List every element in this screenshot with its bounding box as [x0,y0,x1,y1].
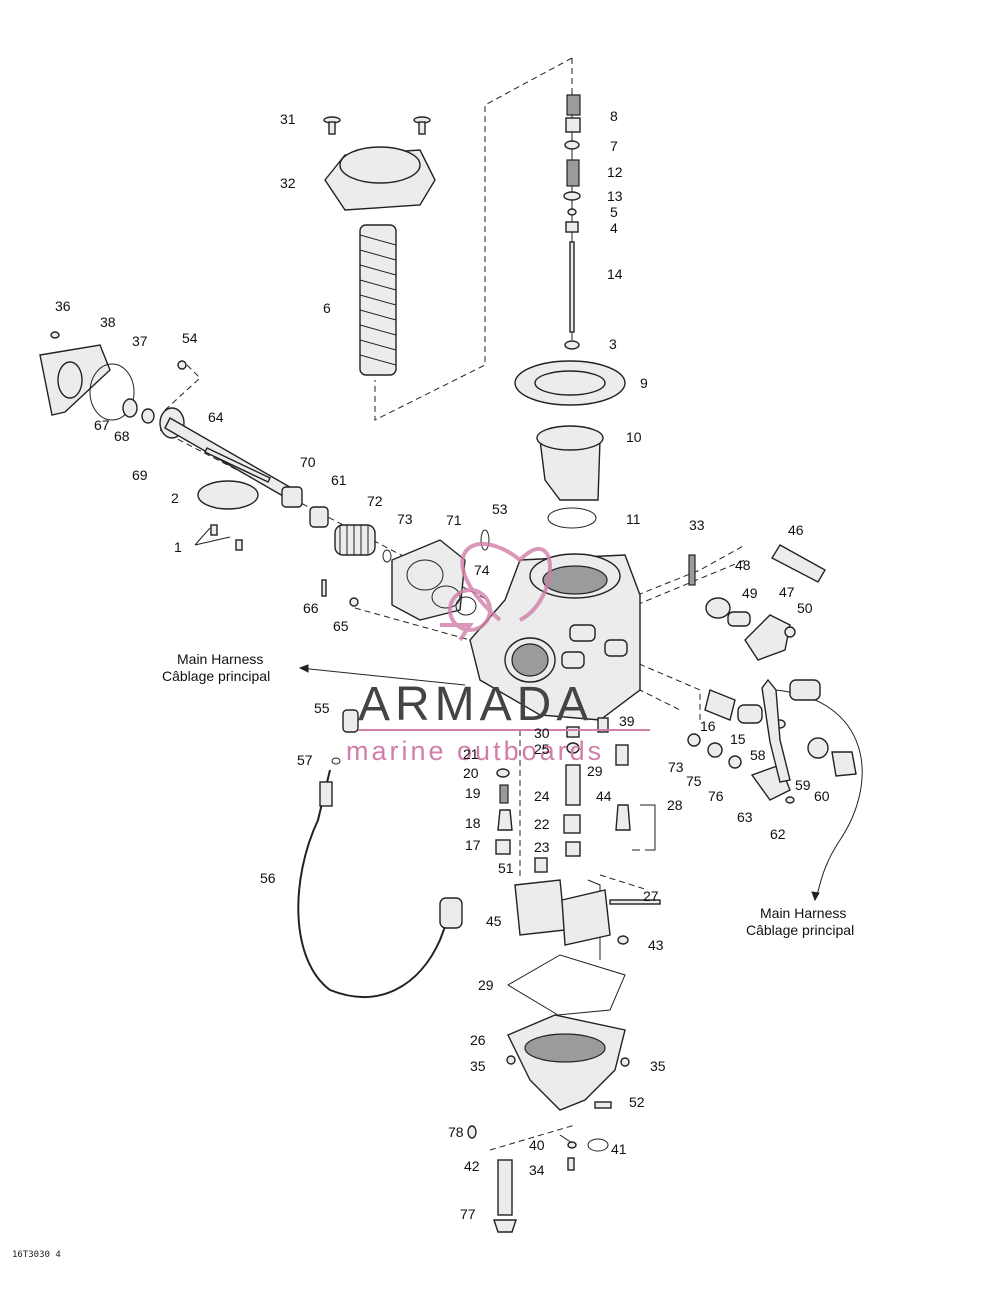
part-callout-c76: 76 [708,788,724,804]
part-callout-c12: 12 [607,164,623,180]
part-callout-c59: 59 [795,777,811,793]
part-callout-c31: 31 [280,111,296,127]
part-callout-c55: 55 [314,700,330,716]
part-callout-c1: 1 [174,539,182,555]
part-callout-c7: 7 [610,138,618,154]
screw-31-part [323,116,431,135]
part-callout-c36: 36 [55,298,71,314]
part-callout-c13: 13 [607,188,623,204]
part-callout-c15: 15 [730,731,746,747]
part-callout-c54: 54 [182,330,198,346]
part-callout-c78: 78 [448,1124,464,1140]
part-callout-c65: 65 [333,618,349,634]
part-callout-c74: 74 [474,562,490,578]
part-callout-c4: 4 [610,220,618,236]
watermark-tagline: marine outboards [346,736,604,766]
part-callout-c75: 75 [686,773,702,789]
part-callout-c69: 69 [132,467,148,483]
part-callout-c29a: 29 [587,763,603,779]
part-callout-c46: 46 [788,522,804,538]
part-callout-c52: 52 [629,1094,645,1110]
part-callout-c34: 34 [529,1162,545,1178]
figure-reference: 16T3030 4 [12,1250,61,1260]
part-callout-c22: 22 [534,816,550,832]
part-callout-c70: 70 [300,454,316,470]
part-callout-c64: 64 [208,409,224,425]
part-callout-c40: 40 [529,1137,545,1153]
part-callout-c32: 32 [280,175,296,191]
part-callout-c33: 33 [689,517,705,533]
part-callout-c57: 57 [297,752,313,768]
part-callout-c28: 28 [667,797,683,813]
left-harness-label-en: Main Harness [177,651,263,667]
part-callout-c20: 20 [463,765,479,781]
spring-6-part [359,224,397,376]
part-callout-c58: 58 [750,747,766,763]
part-callout-c61: 61 [331,472,347,488]
watermark: ARMADA marine outboards [346,541,650,766]
part-callout-c21: 21 [463,746,479,762]
part-callout-c67: 67 [94,417,110,433]
part-callout-c16: 16 [700,718,716,734]
part-callout-c45: 45 [486,913,502,929]
part-callout-c41: 41 [611,1141,627,1157]
part-callout-c25: 25 [534,741,550,757]
part-callout-c5: 5 [610,204,618,220]
part-callout-c49: 49 [742,585,758,601]
part-callout-c62: 62 [770,826,786,842]
part-callout-c44: 44 [596,788,612,804]
right-harness-label-fr: Câblage principal [746,922,854,938]
part-callout-c26: 26 [470,1032,486,1048]
float-part [514,879,566,936]
part-callout-c68: 68 [114,428,130,444]
part-callout-c42: 42 [464,1158,480,1174]
part-callout-c9: 9 [640,375,648,391]
part-callout-c6: 6 [323,300,331,316]
part-callout-c35a: 35 [470,1058,486,1074]
part-callout-c50: 50 [797,600,813,616]
part-callout-c47: 47 [779,584,795,600]
part-callout-c56: 56 [260,870,276,886]
part-callout-c11: 11 [626,511,641,527]
watermark-brand: ARMADA [358,678,593,731]
housing-71-part [391,539,466,621]
part-callout-c51: 51 [498,860,514,876]
part-callout-c60: 60 [814,788,830,804]
part-callout-c8: 8 [610,108,618,124]
part-callout-c17: 17 [465,837,481,853]
part-callout-c43: 43 [648,937,664,953]
parts [39,94,857,1233]
part-callout-c72: 72 [367,493,383,509]
part-callout-c30: 30 [534,725,550,741]
left-harness-label-fr: Câblage principal [162,668,270,684]
part-callout-c23: 23 [534,839,550,855]
part-callout-c35b: 35 [650,1058,666,1074]
part-callout-c66: 66 [303,600,319,616]
part-callout-c38: 38 [100,314,116,330]
captions: Main Harness Câblage principal Main Harn… [12,651,854,1260]
part-callout-c39: 39 [619,713,635,729]
part-callout-c3: 3 [609,336,617,352]
part-callout-c2: 2 [171,490,179,506]
right-harness-label-en: Main Harness [760,905,846,921]
part-callout-c10: 10 [626,429,642,445]
part-callout-c19: 19 [465,785,481,801]
part-callout-c73a: 73 [397,511,413,527]
part-callout-c37: 37 [132,333,148,349]
part-callout-c27: 27 [643,888,659,904]
part-callout-c29b: 29 [478,977,494,993]
part-callout-c73b: 73 [668,759,684,775]
part-callout-c53: 53 [492,501,508,517]
plate-2-part [197,480,259,510]
part-callout-c77: 77 [460,1206,476,1222]
part-callout-c24: 24 [534,788,550,804]
part-callout-c14: 14 [607,266,623,282]
part-callout-c18: 18 [465,815,481,831]
part-callout-c63: 63 [737,809,753,825]
part-callout-c48: 48 [735,557,751,573]
part-callout-c71: 71 [446,512,462,528]
watermark-logo-icon [440,541,552,642]
